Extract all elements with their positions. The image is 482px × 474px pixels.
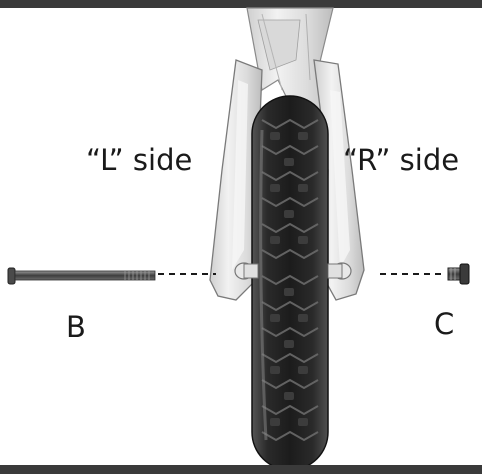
part-b-label: B bbox=[66, 313, 86, 342]
axle-bolt-icon bbox=[8, 268, 155, 284]
bottom-border bbox=[0, 465, 482, 474]
part-c-label: C bbox=[434, 310, 454, 339]
right-side-label: “R” side bbox=[343, 146, 459, 175]
front-tire bbox=[252, 96, 328, 470]
axle-nut-icon bbox=[448, 264, 469, 284]
left-side-label: “L” side bbox=[86, 146, 192, 175]
